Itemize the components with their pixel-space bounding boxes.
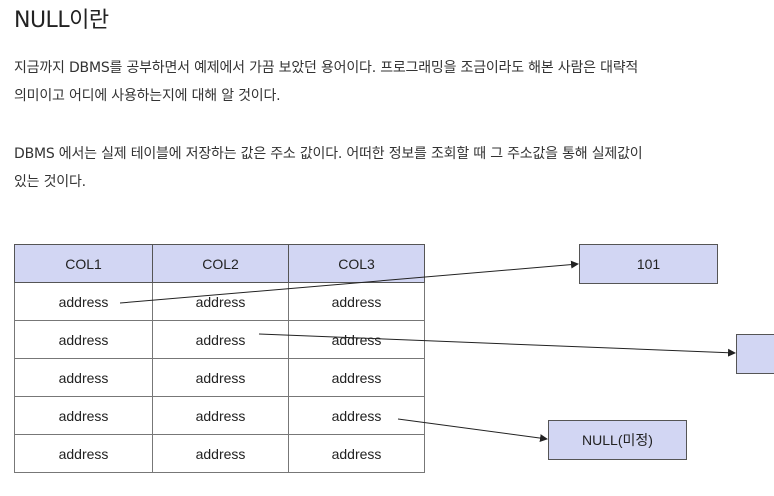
table-row: address address address: [14, 282, 425, 321]
table-cell: address: [14, 396, 153, 435]
table-cell: address: [152, 396, 289, 435]
table-cell: address: [288, 358, 425, 397]
table-cell: address: [152, 320, 289, 359]
table-cell: address: [288, 320, 425, 359]
table-row: address address address: [14, 434, 425, 473]
column-header-col3: COL3: [288, 244, 425, 283]
table-row: address address address: [14, 320, 425, 359]
column-header-col1: COL1: [14, 244, 153, 283]
table-cell: address: [14, 358, 153, 397]
table-cell: address: [14, 282, 153, 321]
intro-line-2: 의미이고 어디에 사용하는지에 대해 알 것이다.: [14, 88, 281, 104]
table-row: address address address: [14, 358, 425, 397]
address-line-1: DBMS 에서는 실제 테이블에 저장하는 값은 주소 값이다. 어떠한 정보를…: [14, 146, 643, 162]
address-table: COL1 COL2 COL3 address address address a…: [14, 244, 425, 473]
table-cell: address: [152, 282, 289, 321]
address-line-2: 있는 것이다.: [14, 174, 86, 190]
value-box-null: NULL(미정): [548, 420, 687, 460]
table-cell: address: [14, 320, 153, 359]
page-title: NULL이란: [14, 8, 109, 33]
table-cell: address: [152, 434, 289, 473]
table-cell: address: [288, 396, 425, 435]
column-header-col2: COL2: [152, 244, 289, 283]
address-paragraph: DBMS 에서는 실제 테이블에 저장하는 값은 주소 값이다. 어떠한 정보를…: [14, 140, 643, 196]
value-box-partial: [736, 334, 774, 374]
table-row: address address address: [14, 396, 425, 435]
intro-line-1: 지금까지 DBMS를 공부하면서 예제에서 가끔 보았던 용어이다. 프로그래밍…: [14, 60, 639, 76]
value-box-101: 101: [579, 244, 718, 284]
intro-paragraph: 지금까지 DBMS를 공부하면서 예제에서 가끔 보았던 용어이다. 프로그래밍…: [14, 54, 638, 110]
table-cell: address: [152, 358, 289, 397]
table-header-row: COL1 COL2 COL3: [14, 244, 425, 283]
table-cell: address: [288, 282, 425, 321]
table-cell: address: [14, 434, 153, 473]
table-cell: address: [288, 434, 425, 473]
